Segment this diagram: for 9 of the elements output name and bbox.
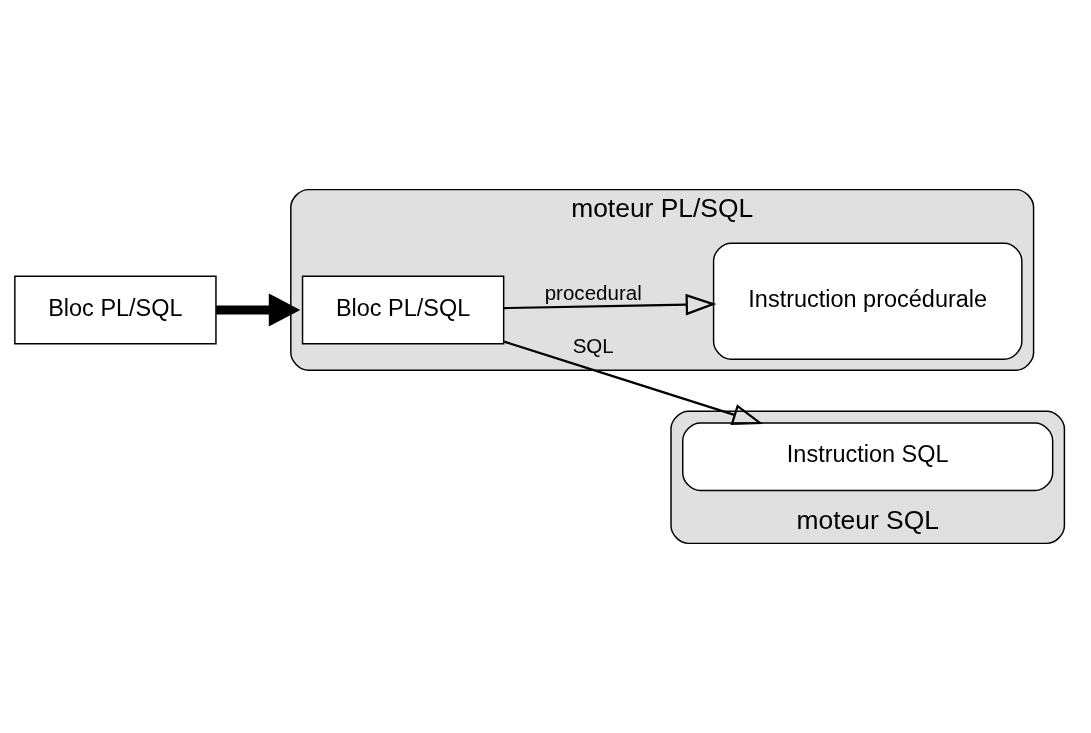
edge-label: SQL (572, 333, 614, 357)
arrow (216, 293, 301, 327)
edge-label: procedural (544, 281, 642, 304)
arrow (503, 340, 764, 425)
node-box: Instruction SQL (682, 422, 1054, 492)
node-box: Bloc PL/SQL (301, 275, 505, 345)
node-box: Instruction procédurale (712, 242, 1023, 360)
arrow (504, 293, 717, 316)
node-box: Bloc PL/SQL (14, 275, 217, 345)
